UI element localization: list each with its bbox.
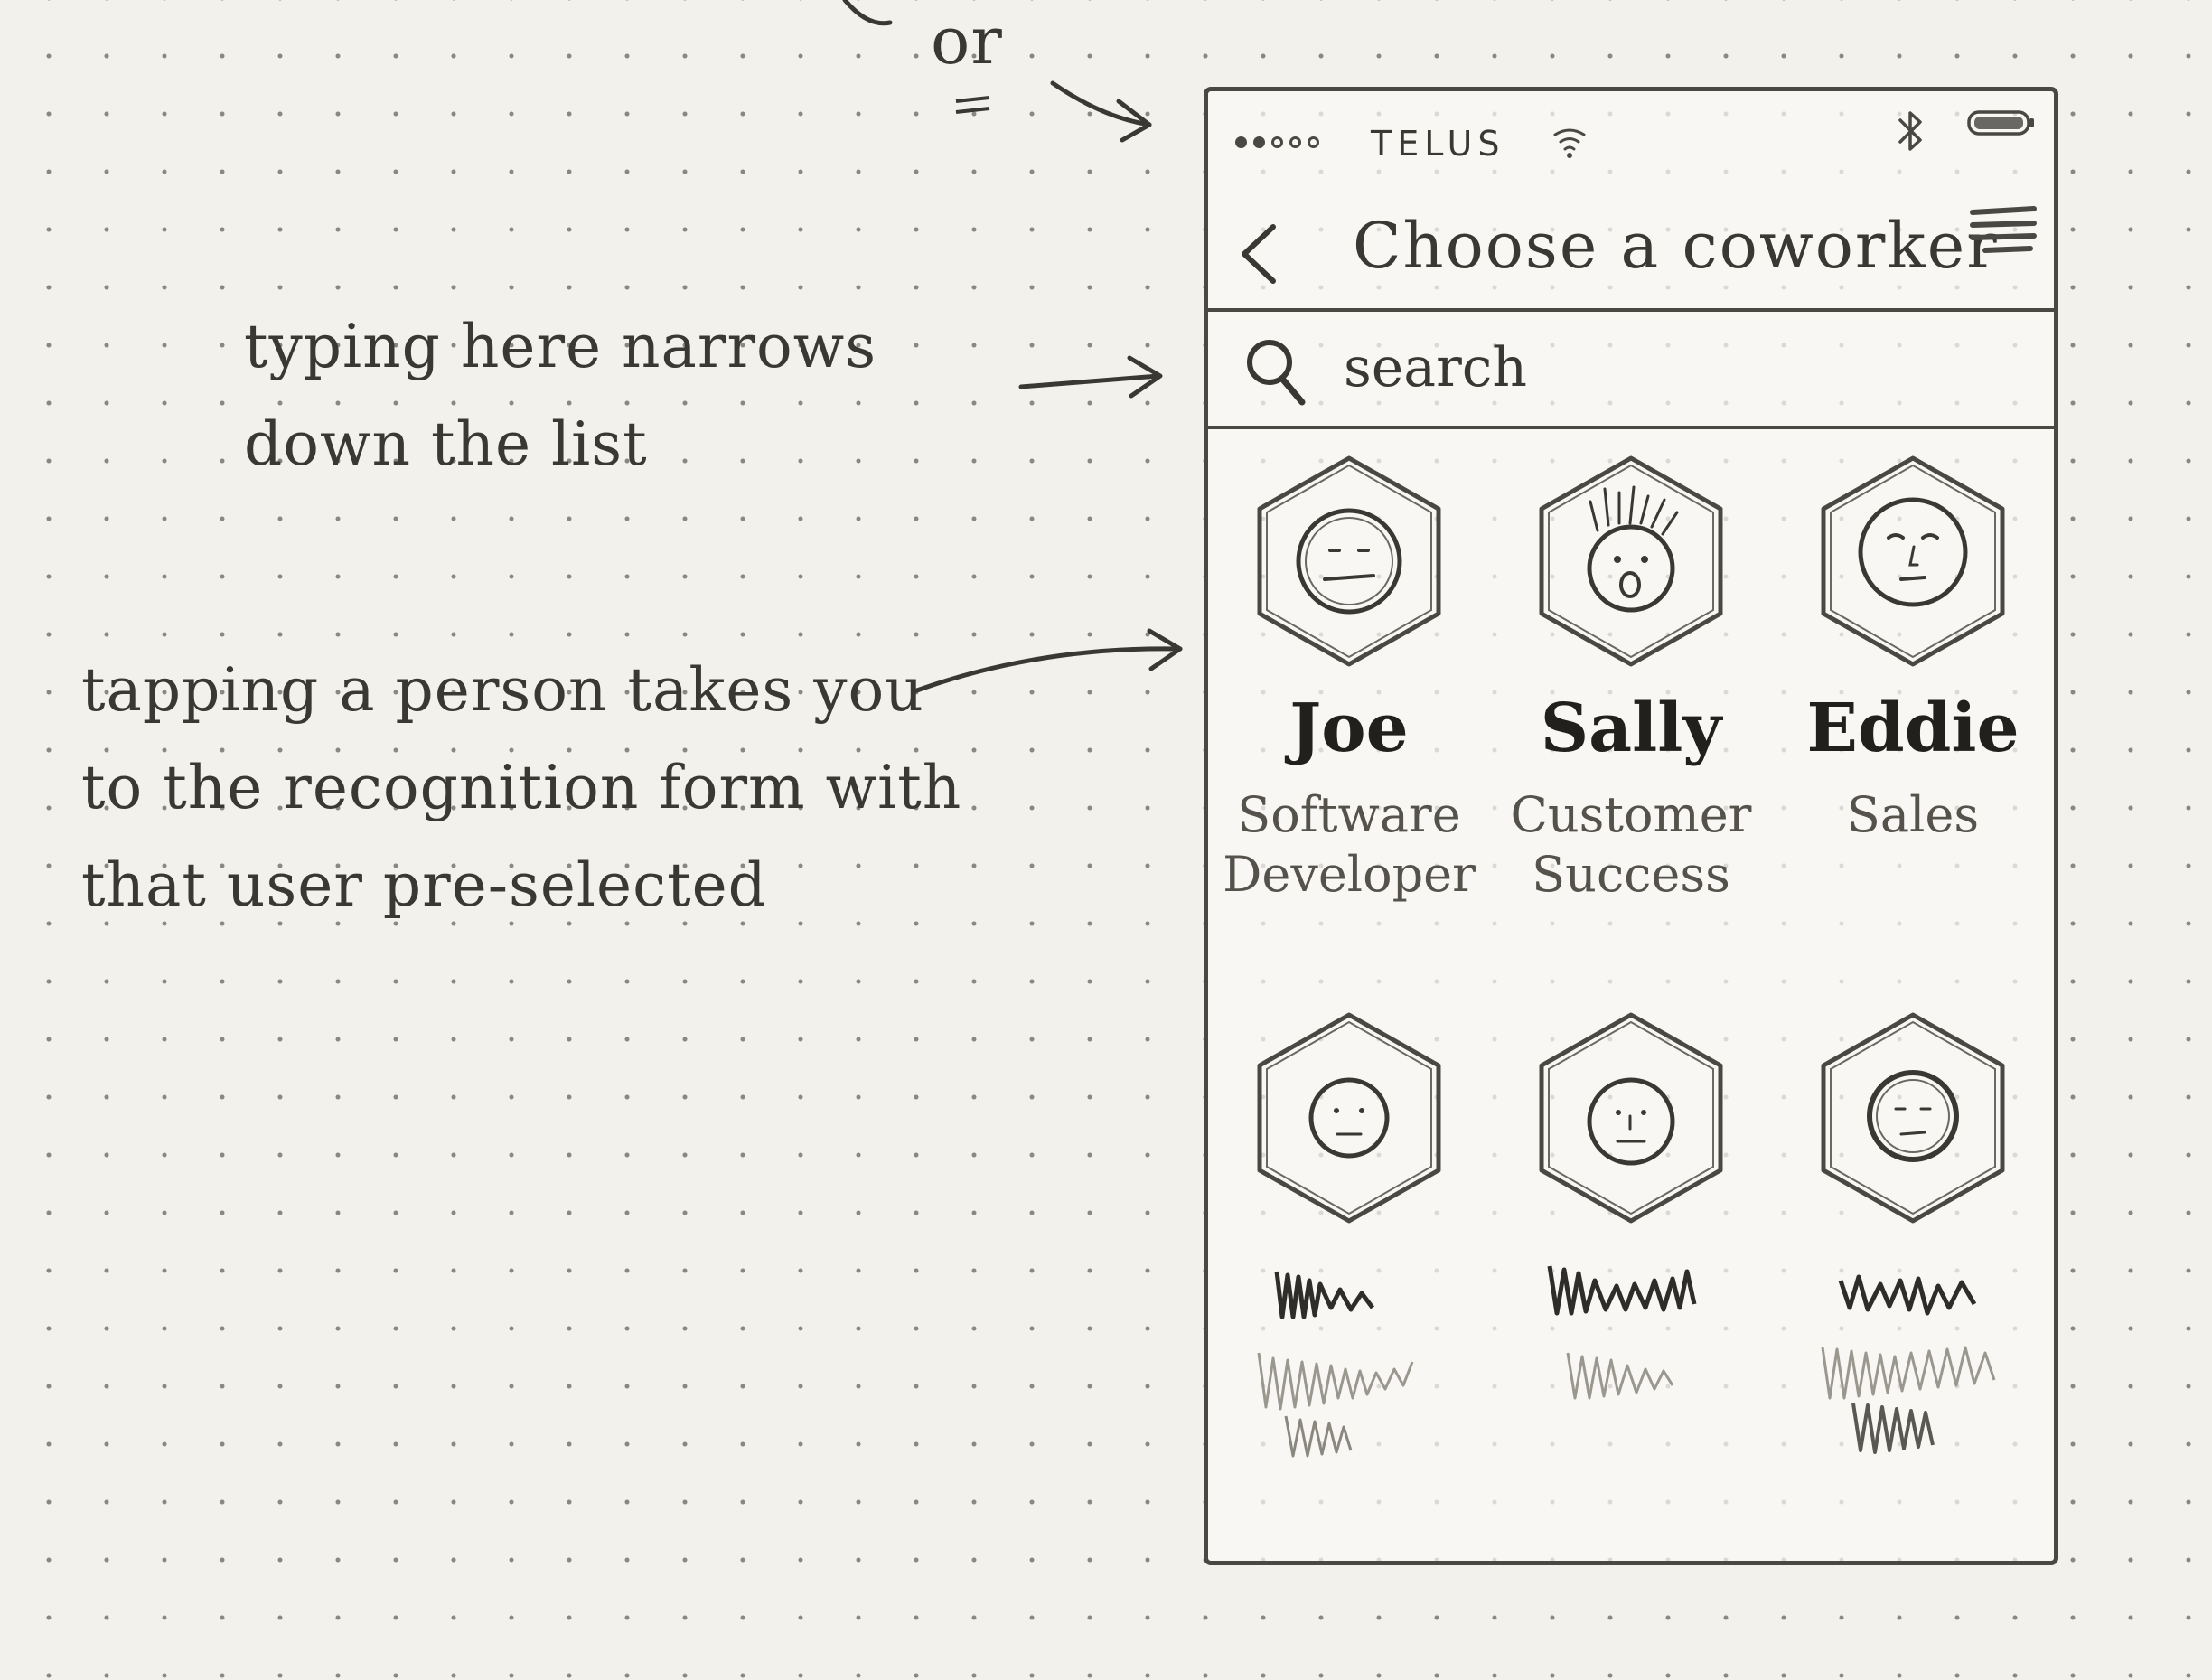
- coworker-role: Sales: [1846, 786, 1980, 843]
- name-placeholder-scribble: [1821, 1274, 1996, 1454]
- wifi-icon: [1553, 128, 1586, 158]
- hexagon-avatar: [1821, 455, 2005, 667]
- coworker-name: Eddie: [1806, 690, 2020, 767]
- coworker-role: Software Developer: [1223, 786, 1476, 903]
- chevron-left-icon[interactable]: [1232, 218, 1286, 290]
- search-bar: [1208, 312, 2054, 429]
- coworker-card-joe[interactable]: Joe Software Developer: [1208, 453, 1490, 988]
- annotation-or: or: [931, 3, 1003, 79]
- name-placeholder-scribble: [1547, 1265, 1697, 1400]
- coworker-grid: Joe Software Developer: [1208, 453, 2054, 1544]
- hamburger-menu-icon[interactable]: [1967, 200, 2039, 263]
- arrow-tap-head: [1147, 628, 1183, 671]
- annotation-search-note: typing here narrows down the list: [244, 312, 877, 479]
- page-title: Choose a coworker: [1353, 209, 1999, 283]
- coworker-role: Customer Success: [1510, 786, 1752, 903]
- arrow-or: [1050, 80, 1152, 127]
- coworker-card-placeholder[interactable]: [1772, 1009, 2054, 1544]
- arrow-or-head: [1116, 99, 1152, 143]
- phone-frame: TELUS Choose a coworker: [1204, 87, 2058, 1565]
- bluetooth-icon: [1898, 111, 1922, 151]
- coworker-card-sally[interactable]: Sally Customer Success: [1490, 453, 1772, 988]
- hexagon-avatar: [1257, 1012, 1441, 1224]
- coworker-name: Sally: [1540, 690, 1722, 767]
- coworker-card-placeholder[interactable]: [1208, 1009, 1490, 1544]
- arc-mark: [842, 0, 893, 26]
- search-input[interactable]: [1344, 332, 1994, 404]
- status-bar: TELUS: [1208, 91, 2054, 191]
- coworker-name: Joe: [1289, 690, 1409, 767]
- arrow-search: [1018, 373, 1161, 389]
- battery-icon: [1967, 110, 2034, 136]
- or-underline: [955, 96, 990, 114]
- nav-bar: Choose a coworker: [1208, 191, 2054, 312]
- signal-dots-icon: [1235, 136, 1319, 148]
- hexagon-avatar: [1821, 1012, 2005, 1224]
- coworker-card-eddie[interactable]: Eddie Sales: [1772, 453, 2054, 988]
- hexagon-avatar: [1257, 455, 1441, 667]
- annotation-tap-note: tapping a person takes you to the recogn…: [81, 655, 962, 920]
- name-placeholder-scribble: [1257, 1271, 1414, 1458]
- search-icon: [1247, 340, 1306, 406]
- hexagon-avatar: [1539, 1012, 1723, 1224]
- arrow-search-head: [1127, 355, 1163, 399]
- carrier-label: TELUS: [1371, 124, 1505, 164]
- coworker-card-placeholder[interactable]: [1490, 1009, 1772, 1544]
- hexagon-avatar: [1539, 455, 1723, 667]
